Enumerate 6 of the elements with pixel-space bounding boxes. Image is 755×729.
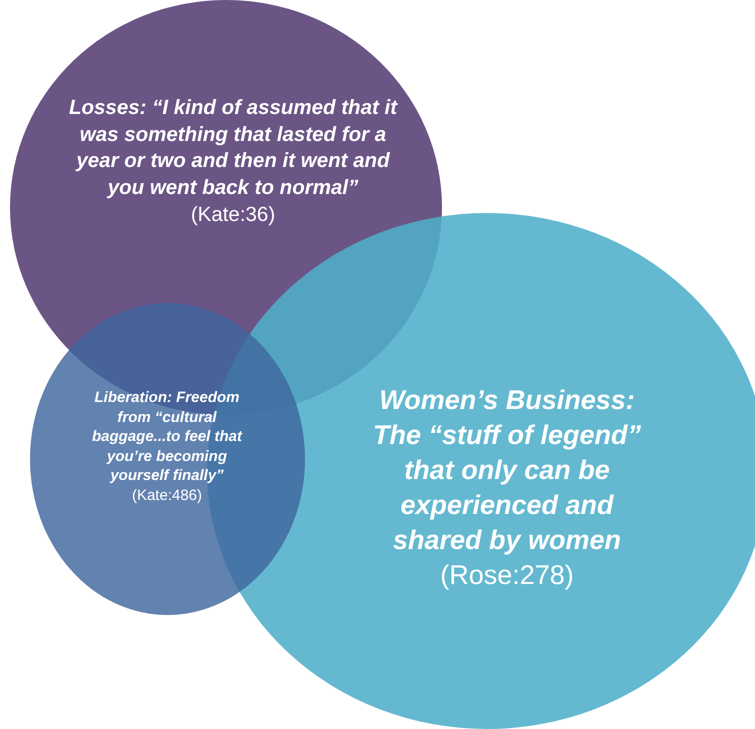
quote-text: Women’s Business: The “stuff of legend” that only can be experienced and shared by women [373,385,641,556]
quote-text: Liberation: Freedom from “cultural baggage...to feel that you’re becoming yourself finally” [92,389,242,484]
citation-text: (Kate:486) [132,486,202,504]
citation-text: (Kate:36) [190,202,276,226]
quote-text: Losses: “I kind of assumed that it was something that lasted for a year or two and then it went and you went back to normal” [68,96,398,199]
citation-text: (Rose:278) [440,560,574,590]
